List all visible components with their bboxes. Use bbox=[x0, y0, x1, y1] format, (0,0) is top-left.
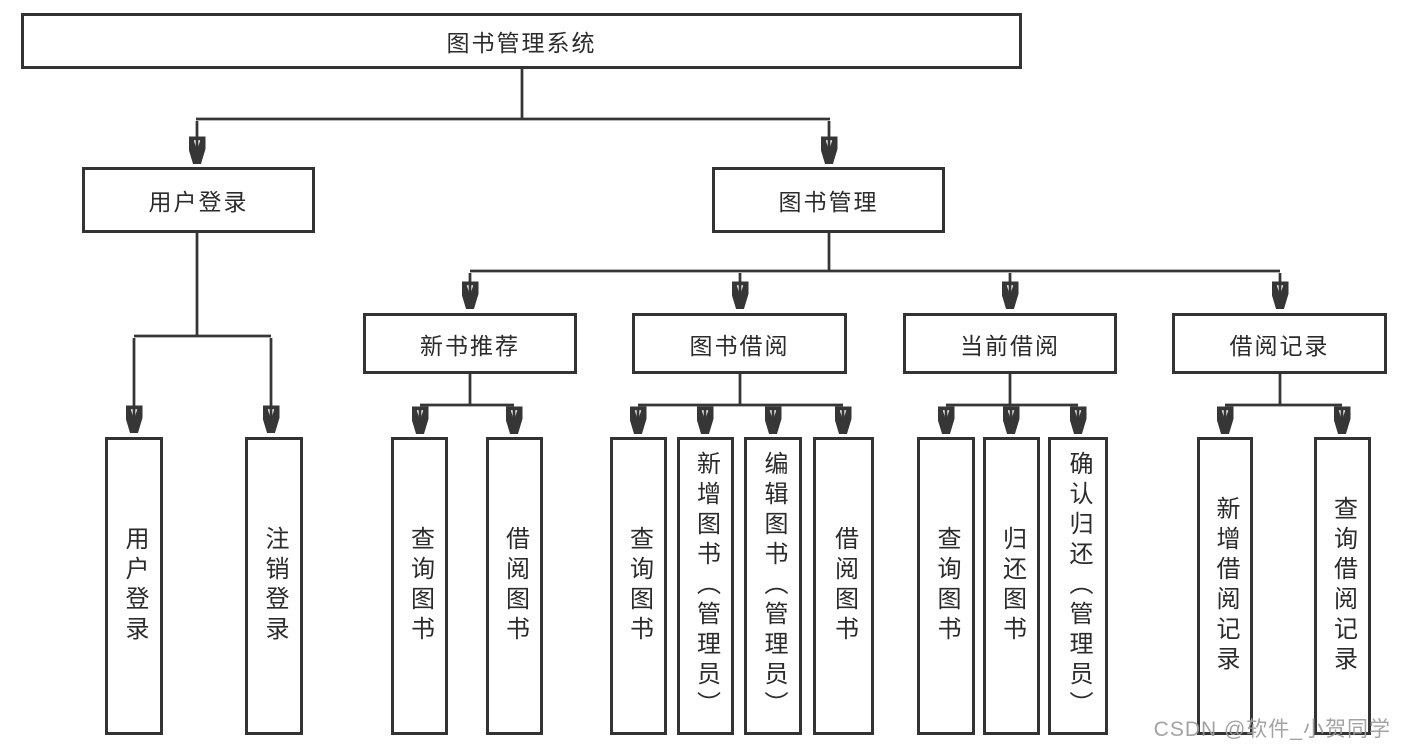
leaf-logout: 注销登录 bbox=[245, 437, 303, 735]
leaf-user-login: 用户登录 bbox=[105, 437, 163, 735]
leaf-add-books-admin: 新增图书（管理员） bbox=[677, 437, 734, 735]
leaf-logout-label: 注销登录 bbox=[261, 526, 288, 646]
leaf-add-books-admin-label: 新增图书（管理员） bbox=[692, 451, 720, 721]
leaf-user-login-label: 用户登录 bbox=[121, 526, 148, 646]
leaf-confirm-return-admin-label: 确认归还（管理员） bbox=[1065, 451, 1092, 721]
node-new-book-recommend: 新书推荐 bbox=[363, 313, 577, 374]
node-new-book-recommend-label: 新书推荐 bbox=[420, 332, 520, 359]
leaf-recommend-borrow-books-label: 借阅图书 bbox=[501, 526, 529, 646]
leaf-return-books-label: 归还图书 bbox=[998, 526, 1026, 646]
node-current-borrow-label: 当前借阅 bbox=[960, 332, 1060, 359]
node-book-borrow-label: 图书借阅 bbox=[689, 332, 790, 359]
node-book-management: 图书管理 bbox=[712, 167, 945, 233]
leaf-edit-books-admin: 编辑图书（管理员） bbox=[744, 437, 802, 735]
leaf-add-borrow-record: 新增借阅记录 bbox=[1197, 437, 1253, 735]
node-root-label: 图书管理系统 bbox=[446, 30, 597, 56]
leaf-recommend-query-books: 查询图书 bbox=[391, 437, 448, 735]
node-borrow-records-label: 借阅记录 bbox=[1229, 332, 1330, 359]
leaf-current-query-books: 查询图书 bbox=[917, 437, 975, 735]
node-book-management-label: 图书管理 bbox=[778, 189, 879, 215]
leaf-recommend-borrow-books: 借阅图书 bbox=[486, 437, 543, 735]
leaf-edit-books-admin-label: 编辑图书（管理员） bbox=[760, 451, 787, 721]
leaf-add-borrow-record-label: 新增借阅记录 bbox=[1212, 496, 1239, 676]
node-borrow-records: 借阅记录 bbox=[1172, 313, 1387, 374]
leaf-return-books: 归还图书 bbox=[983, 437, 1040, 735]
leaf-borrow-query-books-label: 查询图书 bbox=[625, 526, 653, 646]
node-book-borrow: 图书借阅 bbox=[632, 313, 847, 374]
csdn-watermark: CSDN @软件_小贺同学 bbox=[1153, 718, 1391, 741]
leaf-confirm-return-admin: 确认归还（管理员） bbox=[1048, 437, 1108, 735]
leaf-current-query-books-label: 查询图书 bbox=[933, 526, 960, 646]
node-root: 图书管理系统 bbox=[21, 13, 1022, 69]
node-user-login-label: 用户登录 bbox=[148, 189, 249, 215]
leaf-borrow-books-label: 借阅图书 bbox=[830, 526, 858, 646]
leaf-borrow-query-books: 查询图书 bbox=[610, 437, 667, 735]
leaf-borrow-books: 借阅图书 bbox=[813, 437, 874, 735]
leaf-query-borrow-record-label: 查询借阅记录 bbox=[1329, 496, 1357, 676]
leaf-recommend-query-books-label: 查询图书 bbox=[406, 526, 434, 646]
leaf-query-borrow-record: 查询借阅记录 bbox=[1314, 437, 1371, 735]
node-user-login: 用户登录 bbox=[82, 167, 315, 233]
node-current-borrow: 当前借阅 bbox=[903, 313, 1117, 374]
